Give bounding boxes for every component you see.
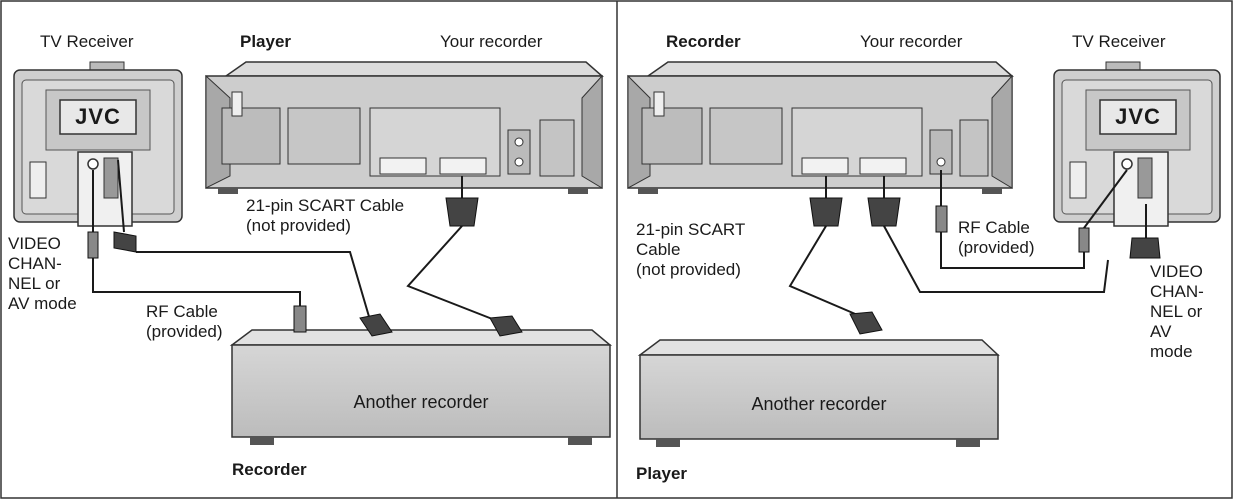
rf-cable-label-left: RF Cable (provided) (146, 302, 223, 341)
tv-receiver-right (1053, 61, 1221, 227)
your-recorder-left (205, 61, 604, 194)
scart-cable-label-left: 21-pin SCART Cable (not provided) (246, 196, 405, 235)
another-recorder-label-left: Another recorder (353, 392, 489, 412)
tv-receiver-left (13, 61, 183, 227)
tv-logo-badge-right (1099, 99, 1177, 135)
rf-jack-icon-right (1121, 158, 1133, 170)
another-recorder-label-right: Another recorder (751, 394, 887, 414)
scart-cable-label-right: 21-pin SCART Cable (not provided) (636, 220, 746, 279)
your-recorder-label-right: Your recorder (860, 32, 963, 51)
cables-right (788, 169, 1147, 317)
video-channel-label-left: VIDEO CHAN- NEL or AV mode (8, 234, 77, 313)
recorder-label-left: Recorder (232, 460, 307, 479)
another-recorder-box-left (229, 329, 613, 445)
tv-receiver-label-right: TV Receiver (1072, 32, 1166, 51)
your-recorder-label-left: Your recorder (440, 32, 543, 51)
another-recorder-box-right (637, 339, 1000, 447)
video-channel-label-right: VIDEO CHAN- NEL or AV mode (1150, 262, 1204, 361)
recorder-label-right: Recorder (666, 32, 741, 51)
tv-logo-badge-left (59, 99, 137, 135)
plugs-right (809, 197, 1161, 335)
plugs-left (87, 197, 523, 337)
tv-receiver-label-left: TV Receiver (40, 32, 134, 51)
your-recorder-right (627, 61, 1014, 194)
tv-brand-right: JVC (1115, 104, 1161, 129)
cables-left (92, 159, 501, 323)
tv-brand-left: JVC (75, 104, 121, 129)
player-label-left: Player (240, 32, 292, 51)
player-label-right: Player (636, 464, 688, 483)
rf-jack-icon (87, 158, 99, 170)
rf-cable-label-right: RF Cable (provided) (958, 218, 1035, 257)
